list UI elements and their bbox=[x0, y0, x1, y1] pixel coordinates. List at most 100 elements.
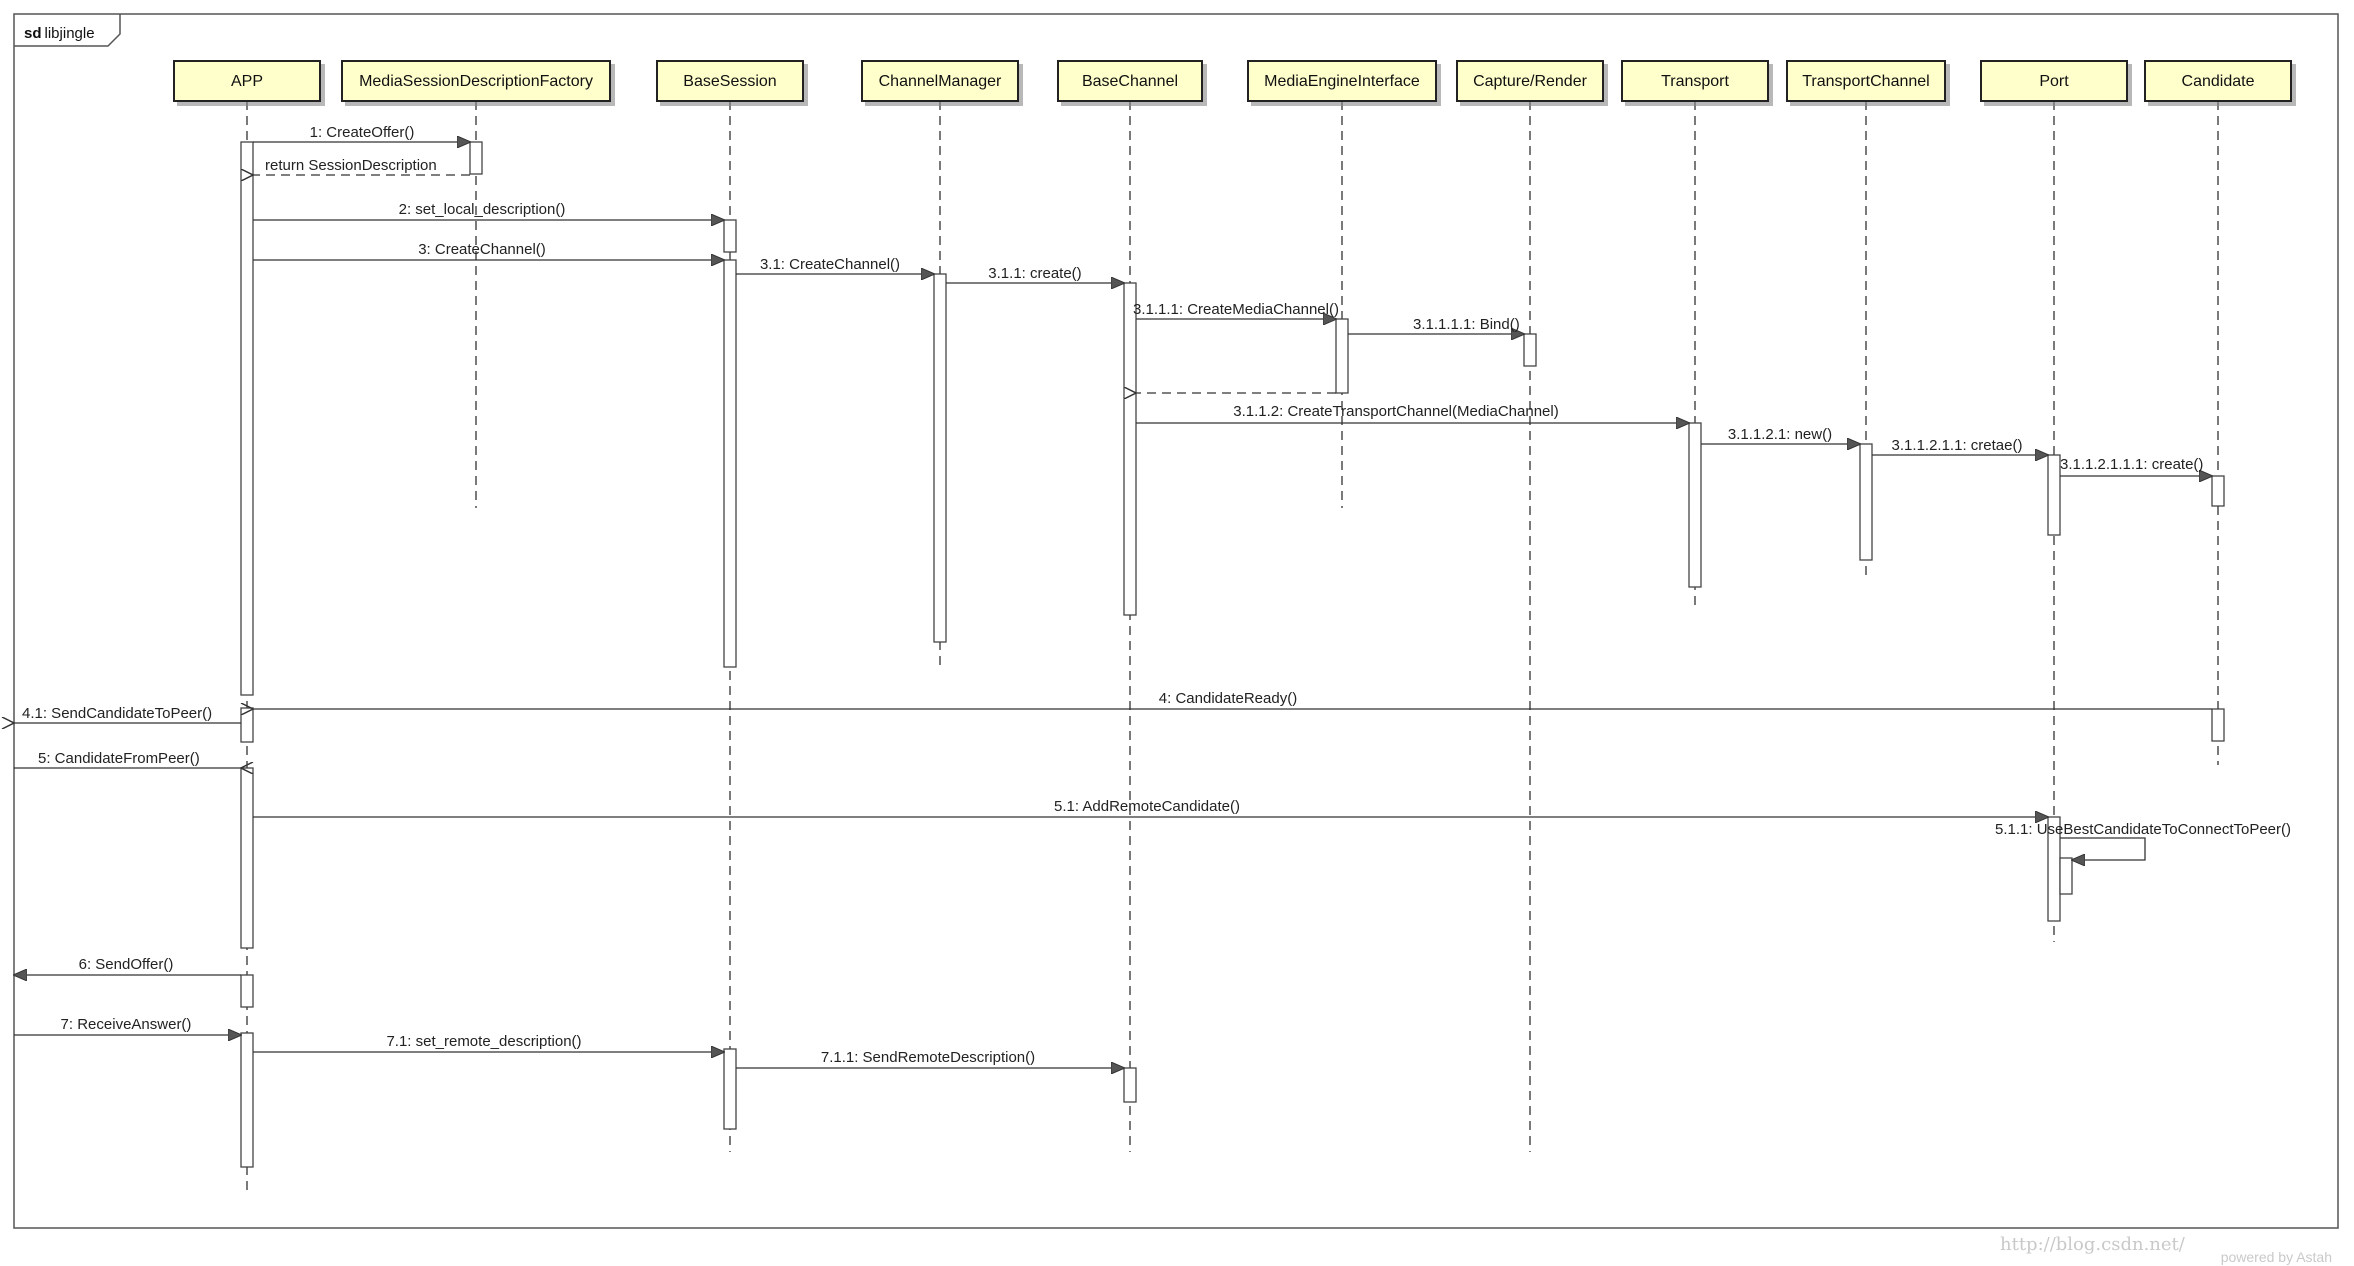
message-return-session-description-label: return SessionDescription bbox=[265, 157, 437, 174]
watermark-url: http://blog.csdn.net/ bbox=[2000, 1234, 2186, 1255]
lifeline-basesession-box bbox=[656, 60, 804, 102]
activation-transportchannel bbox=[1859, 443, 1873, 561]
activation-basesession-2 bbox=[723, 259, 737, 668]
message-candidate-ready[interactable]: 4: CandidateReady() bbox=[253, 690, 2212, 709]
message-create-offer-label: 1: CreateOffer() bbox=[310, 124, 415, 141]
message-receive-answer[interactable]: 7: ReceiveAnswer() bbox=[14, 1016, 241, 1035]
activation-factory bbox=[469, 141, 483, 175]
activation-port-1 bbox=[2047, 454, 2061, 536]
message-cretae-label: 3.1.1.2.1.1: cretae() bbox=[1892, 437, 2023, 454]
activation-bars bbox=[240, 141, 2225, 1168]
message-candidate-create[interactable]: 3.1.1.2.1.1.1: create() bbox=[2060, 456, 2212, 476]
activation-transport bbox=[1688, 422, 1702, 588]
message-cretae[interactable]: 3.1.1.2.1.1: cretae() bbox=[1872, 437, 2048, 455]
frame-tab bbox=[14, 14, 121, 47]
message-create-transport-channel[interactable]: 3.1.1.2: CreateTransportChannel(MediaCha… bbox=[1136, 403, 1689, 423]
watermark: http://blog.csdn.net/ powered by Astah bbox=[2000, 1234, 2332, 1265]
message-create-offer[interactable]: 1: CreateOffer() bbox=[253, 124, 470, 142]
activation-app-1 bbox=[240, 141, 254, 696]
activation-basechannel-1 bbox=[1123, 282, 1137, 616]
lifeline-basesession-label: BaseSession bbox=[683, 73, 776, 90]
message-return-session-description[interactable]: return SessionDescription bbox=[253, 157, 470, 175]
message-create-channel-label: 3: CreateChannel() bbox=[418, 241, 546, 258]
activation-basesession-3 bbox=[723, 1048, 737, 1130]
lifeline-capturerender-box bbox=[1456, 60, 1604, 102]
message-send-candidate-to-peer[interactable]: 4.1: SendCandidateToPeer() bbox=[14, 705, 241, 723]
lifeline-base-channel[interactable]: BaseChannel bbox=[1057, 60, 1203, 1152]
lifeline-media-engine-interface[interactable]: MediaEngineInterface bbox=[1247, 60, 1437, 508]
lifeline-basechannel-box bbox=[1057, 60, 1203, 102]
lifeline-transport-box bbox=[1621, 60, 1769, 102]
messages: 1: CreateOffer() return SessionDescripti… bbox=[14, 124, 2291, 1068]
message-use-best-candidate[interactable]: 5.1.1: UseBestCandidateToConnectToPeer() bbox=[1995, 821, 2291, 860]
lifeline-mediaengineinterface-box bbox=[1247, 60, 1437, 102]
lifeline-transportchannel-box bbox=[1786, 60, 1946, 102]
message-add-remote-candidate-label: 5.1: AddRemoteCandidate() bbox=[1054, 798, 1240, 815]
message-set-remote-description[interactable]: 7.1: set_remote_description() bbox=[253, 1033, 724, 1052]
message-create-channel[interactable]: 3: CreateChannel() bbox=[253, 241, 724, 260]
activation-app-3 bbox=[240, 767, 254, 949]
lifeline-mediasessiondescriptionfactory-label: MediaSessionDescriptionFactory bbox=[359, 73, 593, 90]
lifeline-mediaengineinterface-label: MediaEngineInterface bbox=[1264, 73, 1420, 90]
activation-basechannel-2 bbox=[1123, 1067, 1137, 1103]
message-create-media-channel-label: 3.1.1.1: CreateMediaChannel() bbox=[1133, 301, 1339, 318]
frame-border bbox=[13, 13, 2339, 1229]
lifeline-port-box bbox=[1980, 60, 2128, 102]
message-send-remote-description-label: 7.1.1: SendRemoteDescription() bbox=[821, 1049, 1035, 1066]
lifeline-app-box bbox=[173, 60, 321, 102]
lifeline-capture-render[interactable]: Capture/Render bbox=[1456, 60, 1604, 1152]
message-channel-manager-create-channel[interactable]: 3.1: CreateChannel() bbox=[736, 256, 934, 274]
message-send-offer-label: 6: SendOffer() bbox=[79, 956, 174, 973]
lifeline-transport-label: Transport bbox=[1661, 73, 1729, 90]
message-use-best-candidate-label: 5.1.1: UseBestCandidateToConnectToPeer() bbox=[1995, 821, 2291, 838]
lifeline-capturerender-label: Capture/Render bbox=[1473, 73, 1588, 90]
message-bind[interactable]: 3.1.1.1.1: Bind() bbox=[1348, 316, 1524, 334]
lifeline-candidate[interactable]: Candidate bbox=[2144, 60, 2292, 765]
lifeline-transportchannel-label: TransportChannel bbox=[1802, 73, 1929, 90]
lifeline-port-label: Port bbox=[2039, 73, 2069, 90]
activation-app-4 bbox=[240, 974, 254, 1008]
activation-candidate-1 bbox=[2211, 475, 2225, 507]
activation-capturerender bbox=[1523, 333, 1537, 367]
lifeline-port[interactable]: Port bbox=[1980, 60, 2128, 942]
lifeline-mediasessiondescriptionfactory-box bbox=[341, 60, 611, 102]
message-set-local-description[interactable]: 2: set_local_description() bbox=[253, 201, 724, 220]
message-use-best-candidate-line bbox=[2060, 837, 2146, 860]
activation-port-nested bbox=[2059, 857, 2073, 895]
lifeline-media-session-description-factory[interactable]: MediaSessionDescriptionFactory bbox=[341, 60, 611, 508]
lifeline-transport-channel[interactable]: TransportChannel bbox=[1786, 60, 1946, 578]
message-create-label: 3.1.1: create() bbox=[988, 265, 1081, 282]
lifeline-candidate-box bbox=[2144, 60, 2292, 102]
message-new[interactable]: 3.1.1.2.1: new() bbox=[1701, 426, 1860, 444]
message-candidate-from-peer[interactable]: 5: CandidateFromPeer() bbox=[14, 750, 241, 768]
message-create-transport-channel-label: 3.1.1.2: CreateTransportChannel(MediaCha… bbox=[1233, 403, 1558, 420]
lifeline-channelmanager-box bbox=[861, 60, 1019, 102]
message-receive-answer-label: 7: ReceiveAnswer() bbox=[61, 1016, 192, 1033]
lifeline-app-label: APP bbox=[231, 73, 263, 90]
message-candidate-ready-label: 4: CandidateReady() bbox=[1159, 690, 1297, 707]
message-bind-label: 3.1.1.1.1: Bind() bbox=[1413, 316, 1520, 333]
lifeline-candidate-label: Candidate bbox=[2182, 73, 2255, 90]
message-candidate-create-label: 3.1.1.2.1.1.1: create() bbox=[2060, 456, 2203, 473]
message-channel-manager-create-channel-label: 3.1: CreateChannel() bbox=[760, 256, 900, 273]
activation-app-2 bbox=[240, 707, 254, 743]
message-set-local-description-label: 2: set_local_description() bbox=[399, 201, 566, 218]
message-send-candidate-to-peer-label: 4.1: SendCandidateToPeer() bbox=[22, 705, 212, 722]
message-new-label: 3.1.1.2.1: new() bbox=[1728, 426, 1832, 443]
lifeline-basechannel-label: BaseChannel bbox=[1082, 73, 1178, 90]
message-candidate-from-peer-label: 5: CandidateFromPeer() bbox=[38, 750, 200, 767]
activation-basesession-1 bbox=[723, 219, 737, 253]
message-send-remote-description[interactable]: 7.1.1: SendRemoteDescription() bbox=[736, 1049, 1124, 1068]
message-set-remote-description-label: 7.1: set_remote_description() bbox=[386, 1033, 581, 1050]
message-send-offer[interactable]: 6: SendOffer() bbox=[14, 956, 241, 975]
frame-keyword: sd bbox=[24, 25, 42, 42]
lifelines: APP MediaSessionDescriptionFactory BaseS… bbox=[173, 60, 2292, 1192]
lifeline-channelmanager-label: ChannelManager bbox=[879, 73, 1002, 90]
message-create[interactable]: 3.1.1: create() bbox=[946, 265, 1124, 283]
frame-name: libjingle bbox=[45, 25, 95, 42]
message-create-media-channel[interactable]: 3.1.1.1: CreateMediaChannel() bbox=[1133, 301, 1339, 319]
message-add-remote-candidate[interactable]: 5.1: AddRemoteCandidate() bbox=[253, 798, 2048, 817]
